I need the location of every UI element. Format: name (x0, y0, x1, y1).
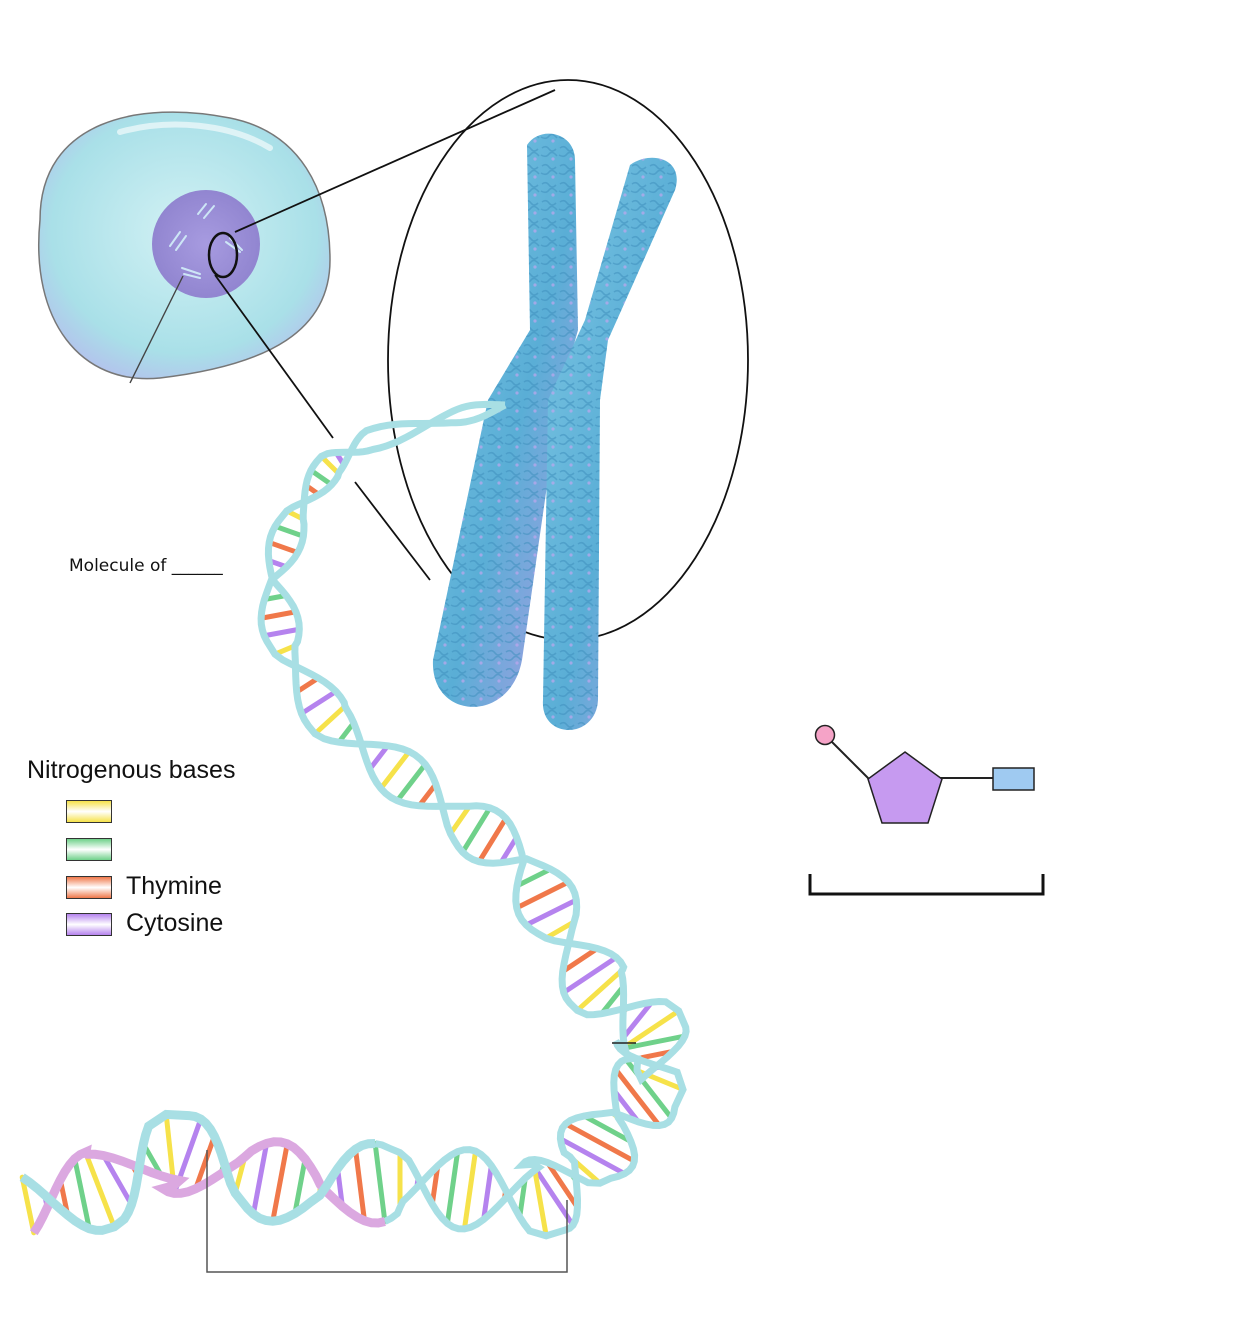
legend-title: Nitrogenous bases (27, 756, 236, 784)
base-pair (292, 1156, 308, 1216)
phosphate-circle (814, 724, 836, 746)
base-pair (447, 803, 473, 837)
base-pair (517, 1175, 528, 1220)
legend-item-cytosine: Cytosine (126, 909, 224, 937)
base-pair (394, 761, 428, 804)
base-pair (101, 1153, 134, 1207)
base-pair (299, 688, 339, 717)
base-pair (581, 1113, 634, 1145)
base-pair (193, 1133, 217, 1192)
legend-swatch-cytosine (66, 913, 112, 936)
base-pair (523, 897, 579, 928)
base-pair (623, 1056, 675, 1121)
base-pair (620, 999, 655, 1041)
dna-double-helix (19, 400, 690, 1240)
base-pair (557, 1136, 628, 1177)
base-pair (318, 453, 342, 477)
leader-line-nucleus (129, 275, 184, 384)
base-pair (312, 703, 348, 737)
legend-swatch-thymine (66, 876, 112, 899)
base-pair (481, 1163, 494, 1222)
base-pair (416, 781, 439, 809)
base-pair (461, 1148, 479, 1232)
base-pair (617, 1033, 688, 1052)
base-pair (163, 1111, 177, 1189)
base-pair (353, 1146, 367, 1224)
base-pair (611, 1088, 641, 1125)
base-pair (514, 866, 553, 889)
base-pair (19, 1174, 37, 1236)
dna-strand-a-lower (29, 1137, 386, 1236)
base-pair (560, 945, 600, 975)
base-pair (563, 1121, 637, 1164)
base-pair (266, 539, 301, 556)
base-pair (444, 1149, 461, 1226)
dna-strand-b (264, 401, 690, 1233)
base-pair (378, 749, 412, 791)
base-pair (613, 1066, 662, 1129)
nucleus-chromosomes (169, 203, 243, 279)
base-pair (294, 675, 321, 695)
legend-swatch-green (66, 838, 112, 861)
zoom-selection (207, 231, 239, 279)
molecule-label: Molecule of ______ (69, 556, 223, 576)
nucleus (152, 190, 260, 298)
base-pair (308, 467, 335, 488)
base-pair (514, 879, 571, 911)
base-pair (72, 1156, 92, 1232)
base-pair (270, 1141, 290, 1224)
base-pair (476, 815, 509, 865)
base-pair (561, 954, 619, 996)
legend-swatch-yellow (66, 800, 112, 823)
nucleotide-diagram (808, 724, 1045, 896)
base-pair (272, 523, 306, 539)
base-pair (367, 743, 391, 772)
base-pair (258, 609, 299, 621)
dna-strand-a (257, 400, 687, 1240)
base-pair (574, 967, 626, 1013)
base-pair (543, 919, 577, 941)
base-pair (83, 1150, 117, 1230)
base-pair (261, 626, 302, 639)
base-pair (250, 1140, 270, 1217)
base-rectangle (992, 767, 1035, 791)
base-pair (545, 1160, 580, 1210)
chromosome (432, 133, 677, 730)
base-pair (460, 805, 493, 855)
dna-strand-b-lower (19, 1109, 376, 1235)
base-pair (429, 1163, 441, 1207)
bracket-nucleotide (808, 874, 1045, 896)
base-pair (372, 1140, 388, 1225)
bracket-section (206, 1150, 568, 1273)
base-pair (498, 834, 520, 866)
base-pair (531, 1161, 549, 1239)
base-pair (599, 983, 626, 1017)
cell (38, 111, 331, 384)
sugar-pentagon (867, 751, 943, 824)
legend-item-thymine: Thymine (126, 872, 222, 900)
